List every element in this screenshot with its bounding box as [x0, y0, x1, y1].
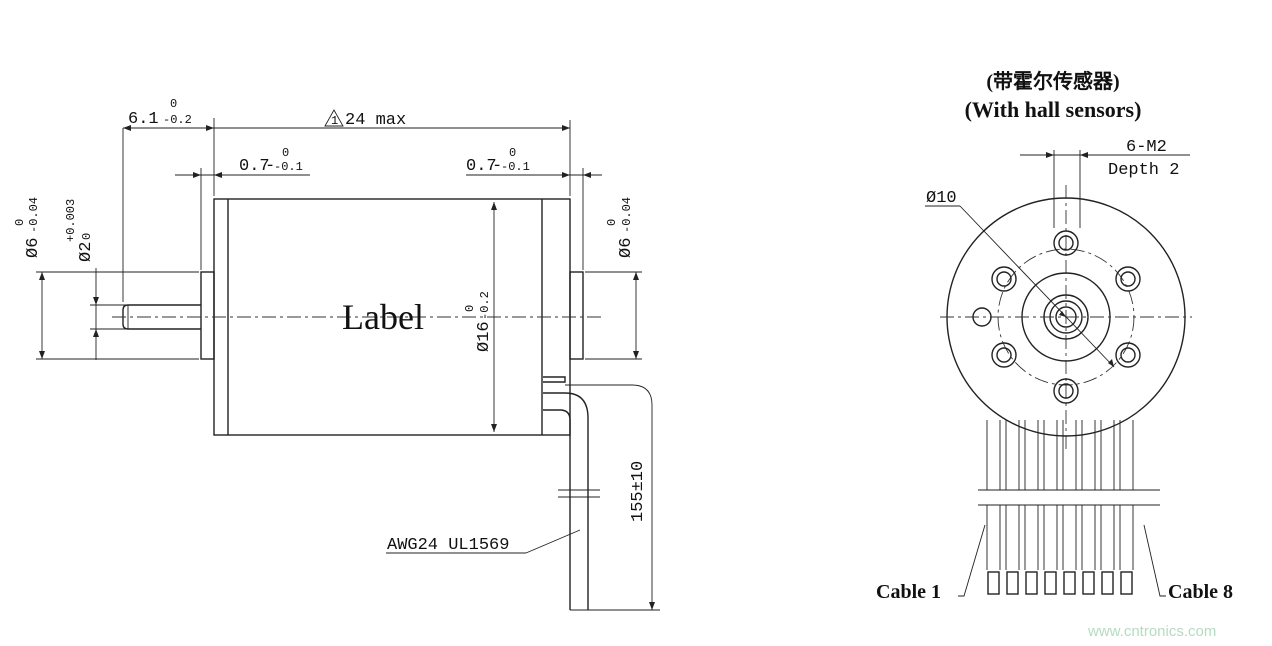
title-en: (With hall sensors) [965, 97, 1142, 122]
svg-text:0: 0 [463, 305, 477, 312]
cable-8 [1119, 420, 1134, 595]
cable-2 [1005, 420, 1020, 595]
svg-text:0: 0 [13, 219, 27, 226]
length-warning-number: 1 [331, 114, 338, 128]
svg-text:0: 0 [605, 219, 619, 226]
left-boss [200, 271, 215, 360]
cable-6 [1081, 420, 1096, 595]
cable-bundle [978, 420, 1160, 595]
shaft-diameter-dim: Ø2 +0.003 0 [64, 199, 126, 360]
end-view: (带霍尔传感器) (With hall sensors) 6-M2 Depth … [876, 69, 1233, 603]
shaft-length-dim: 6.1 0 -0.2 [122, 97, 215, 302]
svg-text:-0.04: -0.04 [620, 197, 634, 233]
body-diameter-value: Ø16 [475, 321, 494, 352]
svg-text:-: - [265, 157, 275, 176]
svg-text:+0.003: +0.003 [64, 199, 78, 242]
body-diameter-dim: Ø16 0 -0.2 [463, 202, 497, 432]
overall-length-dim: 1 24 max [214, 109, 571, 196]
svg-text:-: - [492, 157, 502, 176]
left-flange-tol-lower: -0.1 [274, 160, 303, 174]
cable-7 [1100, 420, 1115, 595]
right-flange-dim: 0.7 - 0 -0.1 [466, 146, 602, 270]
side-view: Label 6.1 0 -0.2 1 24 max 0.7 - [13, 97, 660, 611]
svg-text:-0.2: -0.2 [478, 291, 492, 320]
right-boss-diameter-dim: Ø6 0 -0.04 [585, 197, 642, 360]
right-flange-tol-upper: 0 [509, 146, 516, 160]
cable-1 [986, 420, 1001, 595]
thread-spec: 6-M2 [1126, 138, 1167, 157]
thread-callout: 6-M2 Depth 2 [1020, 138, 1190, 228]
left-boss-diameter-value: Ø6 [24, 238, 43, 258]
cable-5 [1062, 420, 1077, 595]
right-boss-diameter-value: Ø6 [617, 238, 636, 258]
cable-8-leader [1143, 524, 1166, 597]
warning-triangle-icon [324, 109, 344, 127]
lead-length-dim: 155±10 [565, 384, 660, 611]
right-boss [569, 271, 584, 360]
cable-8-label: Cable 8 [1168, 581, 1233, 603]
shaft-length-tol-lower: -0.2 [163, 113, 192, 127]
title-cn: (带霍尔传感器) [986, 69, 1119, 93]
cable-4 [1043, 420, 1058, 595]
left-flange-dim: 0.7 - 0 -0.1 [175, 146, 310, 270]
cable-3 [1024, 420, 1039, 595]
screw-holes [972, 230, 1141, 404]
left-flange-value: 0.7 [239, 157, 270, 176]
left-flange-tol-upper: 0 [282, 146, 289, 160]
shaft-length-value: 6.1 [128, 110, 159, 129]
overall-length-value: 24 max [345, 111, 406, 130]
thread-depth: Depth 2 [1108, 161, 1179, 180]
lead-wire [543, 376, 600, 611]
wire-spec-text: AWG24 UL1569 [387, 536, 509, 555]
cable-break-lines [978, 489, 1160, 506]
wire-spec-callout: AWG24 UL1569 [386, 529, 581, 555]
lead-length-value: 155±10 [629, 461, 648, 522]
right-flange-tol-lower: -0.1 [501, 160, 530, 174]
pcd-value: Ø10 [926, 189, 957, 208]
svg-text:-0.04: -0.04 [27, 197, 41, 233]
cable-1-label: Cable 1 [876, 581, 941, 603]
left-boss-diameter-dim: Ø6 0 -0.04 [13, 197, 199, 360]
shaft-diameter-value: Ø2 [77, 242, 96, 262]
shaft-length-tol-upper: 0 [170, 97, 177, 111]
right-flange-value: 0.7 [466, 157, 497, 176]
cable-1-leader [958, 524, 986, 597]
label-text: Label [342, 297, 424, 337]
svg-text:0: 0 [80, 233, 94, 240]
pcd-callout: Ø10 [925, 189, 1115, 368]
watermark-text: www.cntronics.com [1087, 623, 1216, 640]
